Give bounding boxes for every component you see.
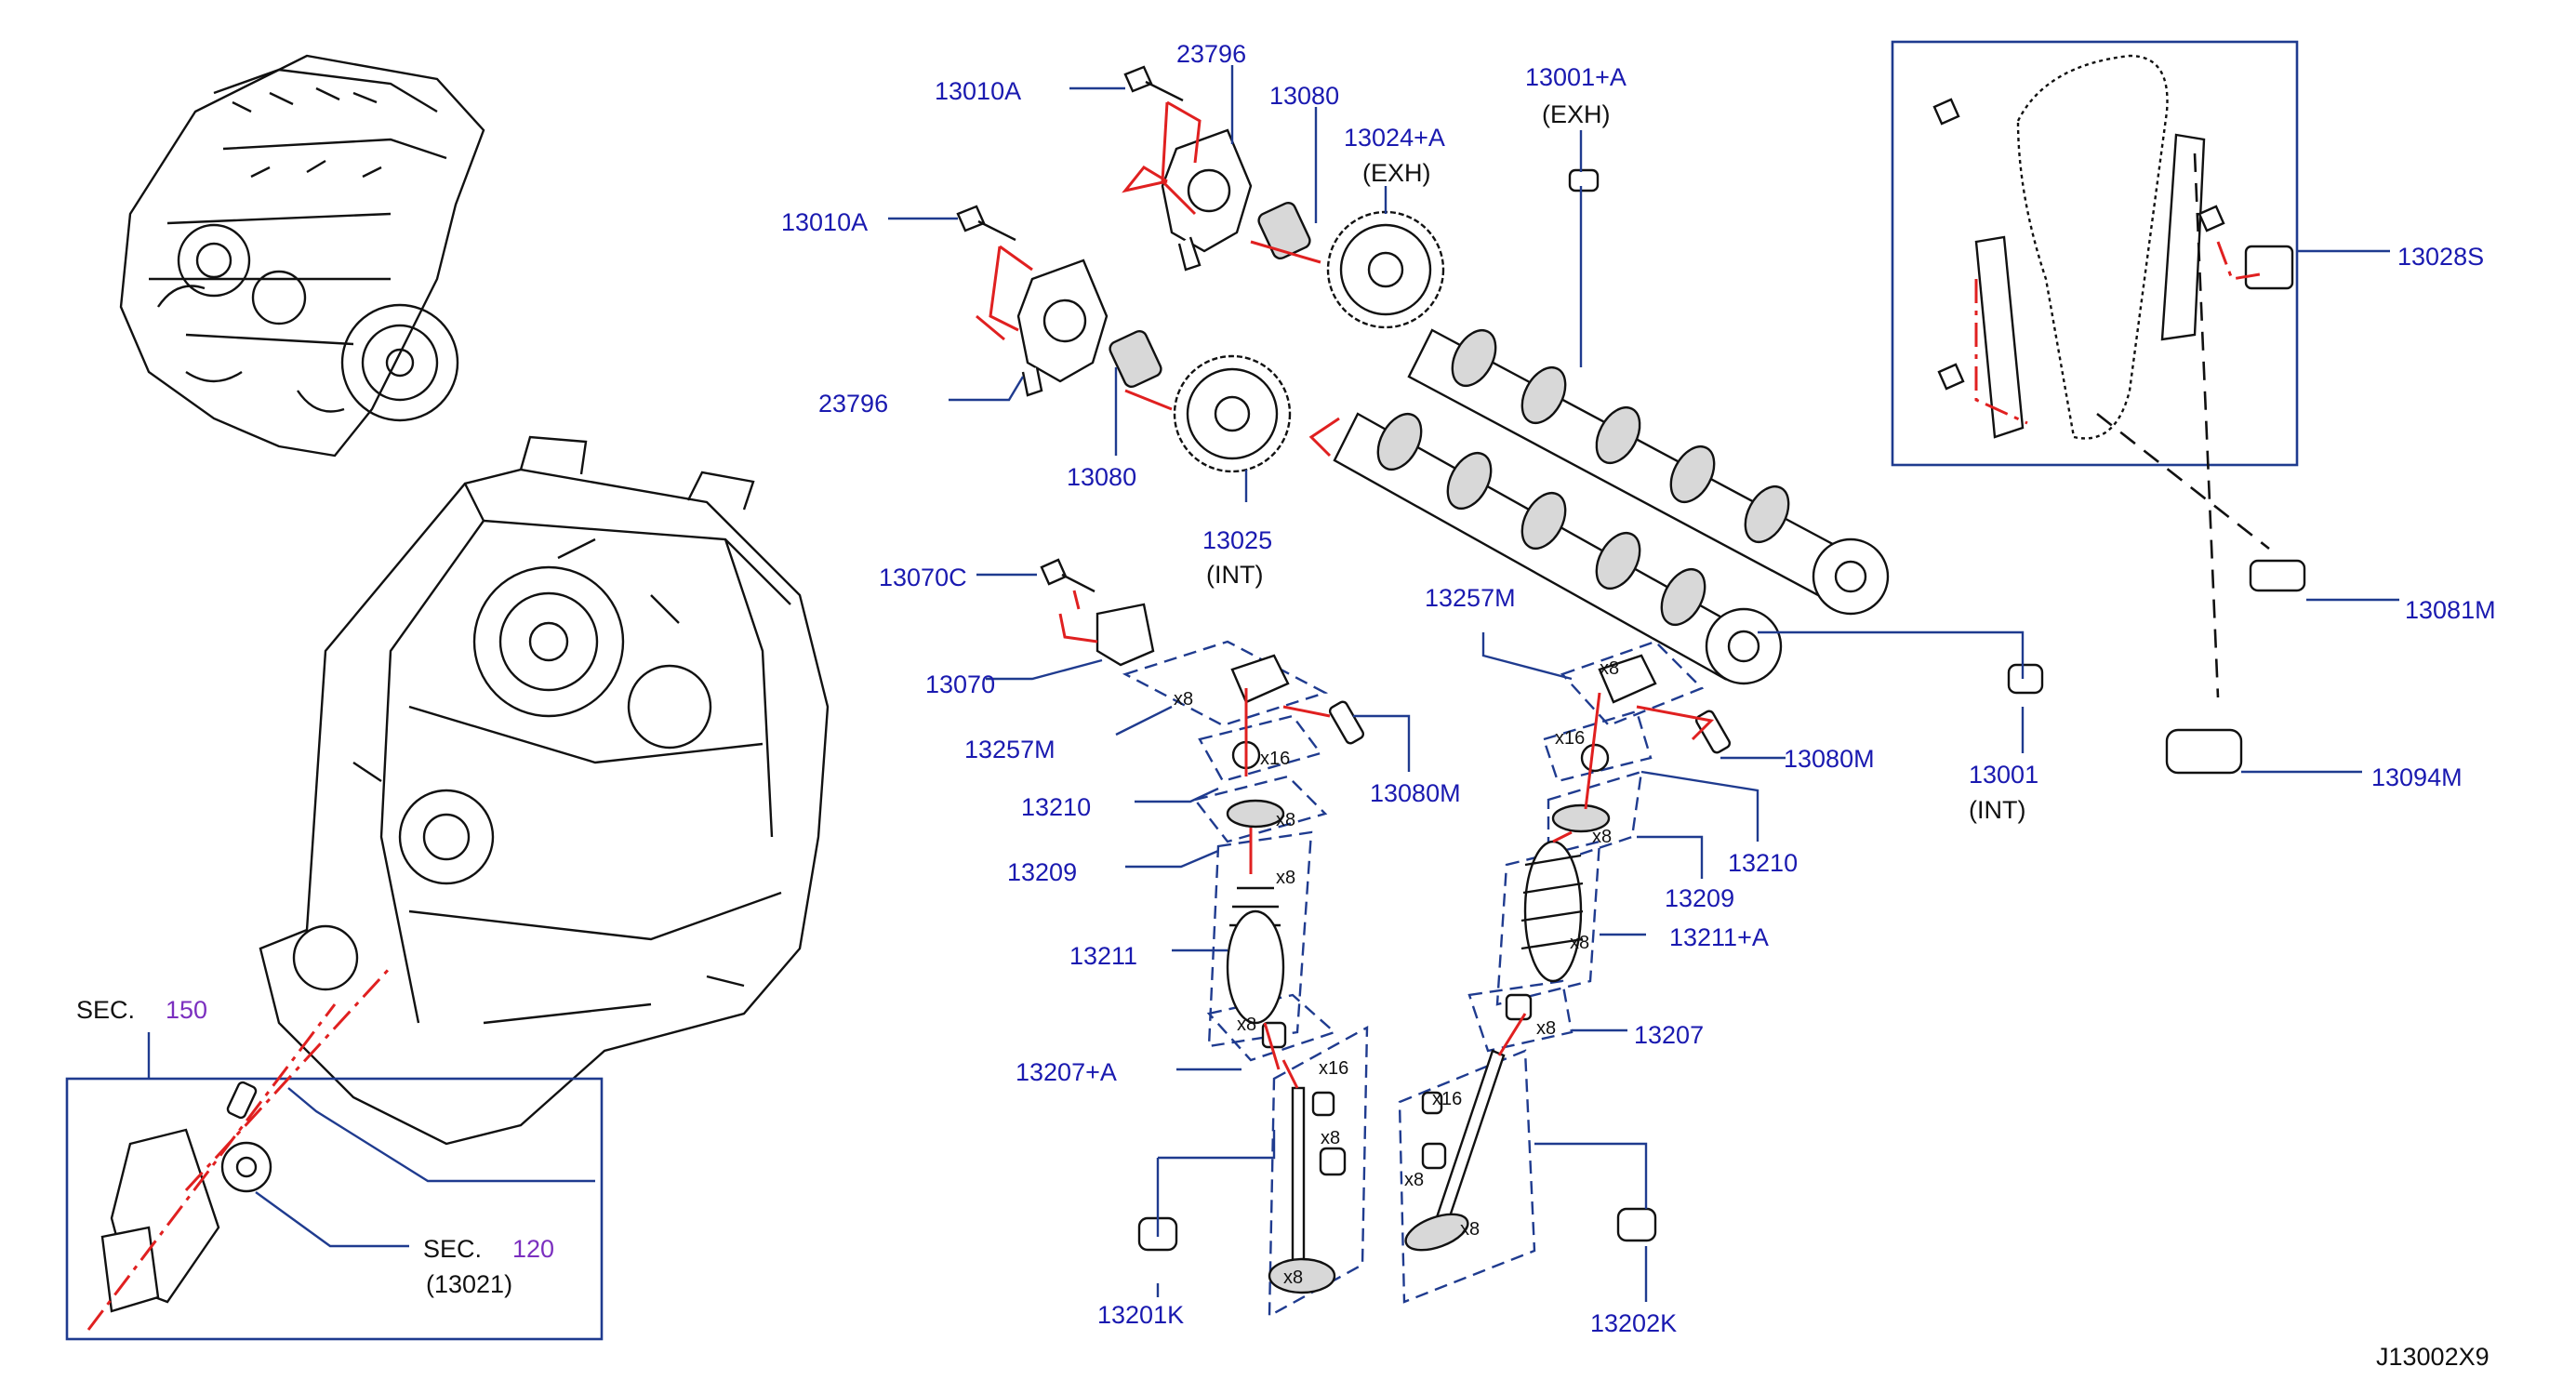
chain-dashed-leaders [2096,153,2270,698]
label-13210-left: 13210 [1021,793,1091,821]
label-13028S: 13028S [2397,243,2484,271]
label-int-1: (INT) [1206,561,1263,589]
label-13070: 13070 [925,670,995,698]
intake-cam-sprocket [1173,354,1292,473]
timing-chain [2016,54,2169,440]
label-exh-1: (EXH) [1362,159,1431,187]
exhaust-vtc-adapter [1257,201,1311,260]
qty-left-seal: x8 [1321,1128,1340,1148]
red-assembly-lines-left-valves [1244,688,1331,1089]
qty-left-valve: x8 [1283,1267,1303,1288]
red-assembly-lines-sec [86,965,392,1331]
label-13080M-left: 13080M [1370,779,1461,807]
qty-right-keys: x16 [1432,1089,1462,1109]
label-23796-top: 23796 [1176,40,1246,68]
chain-tension-arm [1974,235,2025,439]
label-exh-2: (EXH) [1542,100,1611,128]
sec-150-text: SEC. [76,996,135,1024]
label-13211: 13211 [1069,942,1137,970]
label-13001: 13001 [1969,761,2038,789]
label-13080-top: 13080 [1269,82,1339,110]
qty-left-retainer: x8 [1276,810,1295,830]
diagram-id: J13002X9 [2376,1343,2490,1371]
intake-vtc-solenoid [1016,259,1109,397]
exhaust-camshaft [1407,328,1890,616]
qty-left-rocker: x8 [1174,689,1193,710]
chain-box-bolts [1932,98,2225,391]
complete-engine-illustration [119,54,485,458]
label-13070C: 13070C [879,564,967,591]
label-13207: 13207 [1634,1021,1704,1049]
label-13207A: 13207+A [1016,1058,1117,1086]
label-13257M-left: 13257M [964,736,1056,763]
label-13001A: 13001+A [1525,63,1627,91]
qty-right-valve: x8 [1460,1219,1480,1240]
intake-vtc-adapter [1109,329,1162,389]
chain-guide [2160,133,2206,341]
label-13081M: 13081M [2405,596,2496,624]
quantity-marks: x8 x16 x8 x8 x8 x16 x8 x8 x8 x16 x8 x8 x… [1174,658,1619,1288]
qty-left-lash: x16 [1260,749,1290,769]
leader-lines [147,65,2399,1302]
qty-right-seal: x8 [1404,1170,1424,1190]
chain-tensioner [2244,245,2294,290]
pin-13094M [2165,728,2243,775]
red-assembly-lines-chain [1974,241,2261,425]
qty-left-spring: x8 [1276,868,1295,888]
label-13025: 13025 [1202,526,1272,554]
intake-camshaft [1333,412,1783,685]
qty-right-spring: x8 [1570,933,1589,953]
qty-left-keys: x16 [1319,1058,1348,1079]
vtc-bolts [956,65,1184,242]
section-references: SEC. 150 SEC. 120 (13021) [76,996,554,1298]
label-13094M: 13094M [2371,763,2463,791]
qty-right-seat: x8 [1536,1018,1556,1039]
sec-120-number: 120 [512,1235,554,1263]
sec-120-reference: (13021) [426,1270,512,1298]
label-13024A: 13024+A [1344,124,1445,152]
red-assembly-lines-right-valves [1497,692,1715,1056]
label-13209-right: 13209 [1665,884,1734,912]
left-valve-train [1122,640,1369,1319]
part-labels: 13010A 23796 13080 13024+A (EXH) 13001+A… [781,40,2496,1337]
exhaust-vtc-solenoid [1161,128,1253,272]
label-23796-mid: 23796 [818,390,888,418]
red-assembly-lines-misc [1058,590,1098,644]
label-13211A: 13211+A [1669,923,1769,951]
qty-right-lash: x16 [1555,728,1585,749]
label-13257M-right: 13257M [1425,584,1516,612]
right-valve-train [1398,640,1732,1304]
exhaust-cam-sprocket [1326,210,1445,329]
label-13202K: 13202K [1590,1309,1677,1337]
label-13080-mid: 13080 [1067,463,1136,491]
small-parts-misc [1040,168,2044,1252]
label-13010A-top: 13010A [935,77,1021,105]
sec-120-text: SEC. [423,1235,482,1263]
label-13201K: 13201K [1097,1301,1184,1329]
label-13209-left: 13209 [1007,858,1077,886]
label-int-2: (INT) [1969,796,2025,824]
section-box [65,1077,604,1341]
guide-pin-13081M [2249,559,2306,592]
qty-right-rocker: x8 [1600,658,1619,679]
sec-chain-parts [100,1081,272,1313]
label-13210-right: 13210 [1728,849,1798,877]
qty-right-retainer: x8 [1592,827,1612,847]
label-13010A-mid: 13010A [781,208,868,236]
qty-left-seat: x8 [1237,1015,1256,1035]
sec-150-number: 150 [166,996,207,1024]
timing-chain-box [1891,40,2299,467]
red-assembly-lines-vtc [976,100,1340,458]
label-13080M-right: 13080M [1784,745,1875,773]
cylinder-block-illustration [259,435,830,1146]
